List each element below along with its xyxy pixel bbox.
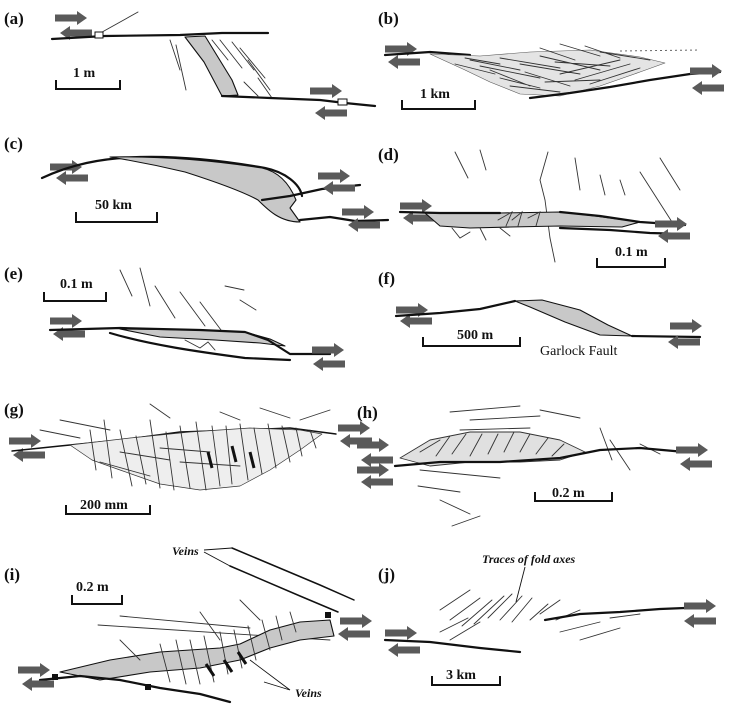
scale-label-i: 0.2 m	[76, 580, 109, 595]
scale-bar-a: 1 m	[56, 66, 120, 89]
panel-e: (e) 0.1 m	[4, 264, 345, 371]
gray-zone-c	[110, 157, 300, 222]
scale-bar-e: 0.1 m	[44, 277, 106, 301]
panel-j: (j) Traces of fold axes 3 km	[378, 552, 716, 685]
panel-f-label: (f)	[378, 269, 395, 288]
fault-name-label: Garlock Fault	[540, 344, 617, 359]
shear-arrows-i-right	[338, 614, 372, 641]
panel-i: (i) 0.2 m Veins Veins	[4, 544, 372, 702]
scale-label-d: 0.1 m	[615, 245, 648, 260]
veins-label-top: Veins	[172, 544, 199, 558]
scale-label-g: 200 mm	[80, 498, 128, 513]
panel-f: (f) 500 m Garlock Fault	[378, 269, 702, 359]
panel-b: (b) 1 km	[378, 9, 724, 109]
panel-j-label: (j)	[378, 565, 395, 584]
panel-i-label: (i)	[4, 565, 20, 584]
scale-bar-f: 500 m	[423, 328, 520, 346]
scale-label-a: 1 m	[73, 66, 96, 81]
panel-e-label: (e)	[4, 264, 23, 283]
scale-bar-d: 0.1 m	[597, 245, 665, 267]
shear-arrows-b-right	[690, 64, 724, 95]
gray-zone-f	[515, 300, 632, 336]
shear-arrows-c-right	[318, 169, 380, 232]
scale-label-c: 50 km	[95, 198, 132, 213]
panel-a: (a) 1 m	[4, 9, 375, 120]
scale-bar-j: 3 km	[432, 668, 500, 685]
scale-bar-c: 50 km	[76, 198, 157, 222]
fold-axis-traces-j	[440, 590, 580, 640]
scale-label-f: 500 m	[457, 328, 494, 343]
panel-c-label: (c)	[4, 134, 23, 153]
gray-zone-d	[425, 212, 640, 228]
scale-bar-g: 200 mm	[66, 498, 150, 514]
panel-b-label: (b)	[378, 9, 399, 28]
gray-zone-a	[185, 36, 238, 96]
scale-bar-h: 0.2 m	[535, 486, 612, 501]
panel-d-label: (d)	[378, 145, 399, 164]
scale-label-h: 0.2 m	[552, 486, 585, 501]
veins-label-bottom: Veins	[295, 686, 322, 700]
panel-g: (g) 200 mm	[4, 400, 372, 514]
shear-arrows-e-right	[312, 343, 345, 371]
shear-arrows-h-right	[676, 443, 712, 471]
scale-bar-i: 0.2 m	[72, 580, 122, 604]
shear-arrows-j-right	[684, 599, 716, 628]
shear-arrows-f-right	[668, 319, 702, 349]
fold-axes-label: Traces of fold axes	[482, 552, 576, 566]
panel-g-label: (g)	[4, 400, 24, 419]
panel-c: (c) 50 km	[4, 134, 388, 232]
panel-d: (d) 0.1 m	[378, 145, 690, 267]
fault-trace-i	[40, 676, 230, 702]
panel-a-label: (a)	[4, 9, 24, 28]
shear-arrows-i-left	[18, 663, 54, 691]
fault-trace-j-upper	[545, 608, 685, 620]
scale-label-j: 3 km	[446, 668, 476, 683]
shear-arrows-h-left	[357, 438, 393, 489]
panel-h-label: (h)	[357, 403, 378, 422]
shear-arrows-d-right	[655, 217, 690, 243]
scale-label-b: 1 km	[420, 87, 450, 102]
scale-bar-b: 1 km	[402, 87, 475, 109]
shear-arrows-a-top	[55, 11, 92, 40]
panel-h: (h) 0.2 m	[357, 403, 712, 526]
scale-label-e: 0.1 m	[60, 277, 93, 292]
shear-arrows-e-left	[50, 314, 85, 341]
